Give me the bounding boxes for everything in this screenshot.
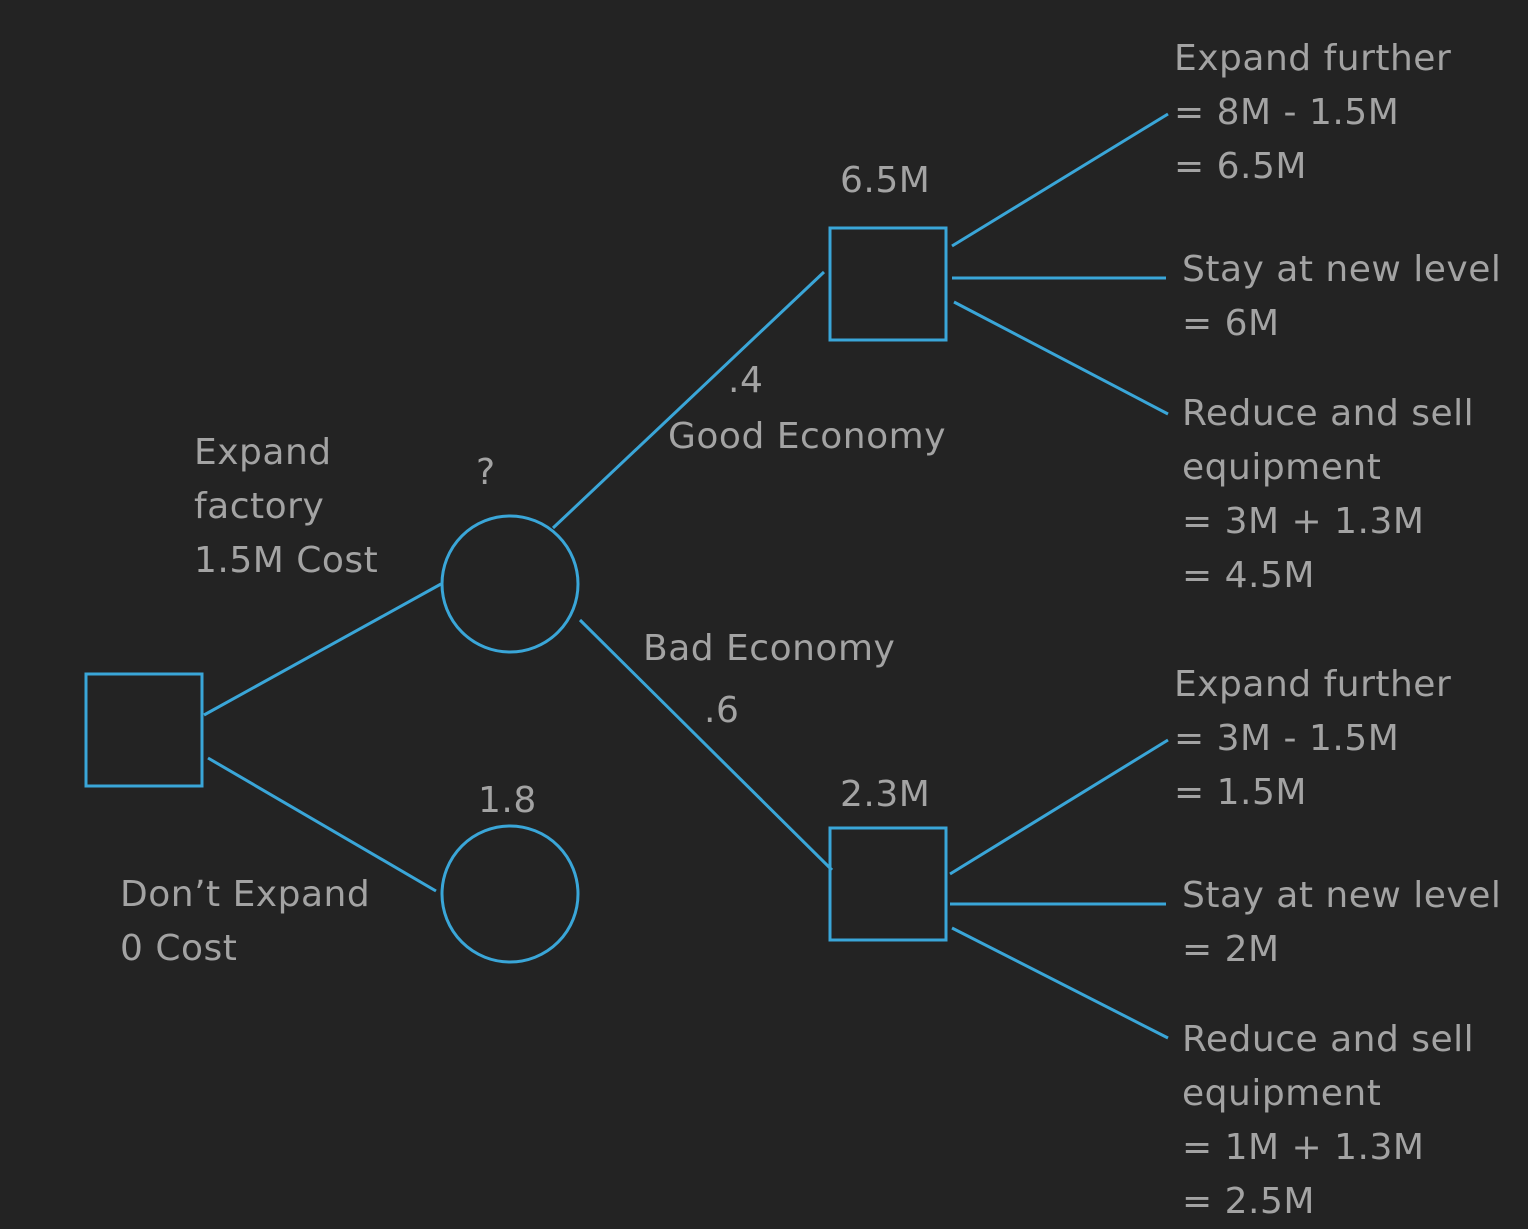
good-outcome-reduce-line-1: Reduce and sell: [1182, 393, 1475, 434]
bad-outcome-stay: Stay at new level = 2M: [1182, 869, 1501, 977]
edge-root-to-dont-expand: [207, 756, 437, 893]
good-outcome-expand-further: Expand further = 8M - 1.5M = 6.5M: [1174, 32, 1451, 194]
root-decision-node: [84, 672, 204, 788]
edge-chance-to-bad-economy: [578, 618, 834, 872]
bad-outcome-expand-further: Expand further = 3M - 1.5M = 1.5M: [1174, 658, 1451, 820]
expand-factory-line-3: 1.5M Cost: [194, 540, 379, 581]
good-economy-label: Good Economy: [668, 416, 947, 457]
bad-outcome-expand-line-3: = 1.5M: [1174, 772, 1307, 813]
bad-economy-probability: .6: [704, 690, 740, 731]
dont-expand-node-value: 1.8: [478, 780, 537, 821]
good-outcome-reduce-line-2: equipment: [1182, 447, 1382, 488]
good-outcome-reduce-line-3: = 3M + 1.3M: [1182, 501, 1425, 542]
dont-expand-line-2: 0 Cost: [120, 928, 238, 969]
bad-economy-decision-value: 2.3M: [840, 774, 931, 815]
edge-root-to-expand: [203, 582, 442, 717]
edge-chance-to-good-economy: [551, 270, 826, 530]
expand-factory-line-1: Expand: [194, 432, 332, 473]
edge-bad-expand-further: [949, 738, 1169, 876]
good-economy-probability: .4: [728, 360, 764, 401]
edge-good-expand-further: [951, 112, 1169, 248]
bad-outcome-expand-line-2: = 3M - 1.5M: [1174, 718, 1400, 759]
expand-factory-label: Expand factory 1.5M Cost: [194, 426, 378, 588]
good-economy-decision-value: 6.5M: [840, 160, 931, 201]
decision-node-good-economy: [828, 226, 948, 342]
bad-outcome-stay-line-2: = 2M: [1182, 929, 1280, 970]
bad-outcome-reduce-line-4: = 2.5M: [1182, 1181, 1315, 1222]
good-outcome-expand-line-2: = 8M - 1.5M: [1174, 92, 1400, 133]
bad-economy-label: Bad Economy: [643, 628, 896, 669]
good-outcome-stay: Stay at new level = 6M: [1182, 243, 1501, 351]
good-outcome-expand-line-1: Expand further: [1174, 38, 1452, 79]
bad-outcome-reduce-line-1: Reduce and sell: [1182, 1019, 1475, 1060]
bad-outcome-reduce: Reduce and sell equipment = 1M + 1.3M = …: [1182, 1013, 1474, 1229]
good-outcome-stay-line-1: Stay at new level: [1182, 249, 1502, 290]
bad-outcome-expand-line-1: Expand further: [1174, 664, 1452, 705]
good-outcome-reduce: Reduce and sell equipment = 3M + 1.3M = …: [1182, 387, 1474, 603]
dont-expand-line-1: Don’t Expand: [120, 874, 371, 915]
bad-outcome-reduce-line-3: = 1M + 1.3M: [1182, 1127, 1425, 1168]
chance-node-value: ?: [476, 452, 496, 493]
decision-node-bad-economy: [828, 826, 948, 942]
edge-good-reduce: [953, 300, 1169, 416]
expand-factory-line-2: factory: [194, 486, 325, 527]
dont-expand-label: Don’t Expand 0 Cost: [120, 868, 370, 976]
edge-bad-reduce: [951, 926, 1169, 1040]
good-outcome-expand-line-3: = 6.5M: [1174, 146, 1307, 187]
chance-node-expand: [440, 514, 580, 654]
good-outcome-reduce-line-4: = 4.5M: [1182, 555, 1315, 596]
chance-node-dont-expand: [440, 824, 580, 964]
bad-outcome-reduce-line-2: equipment: [1182, 1073, 1382, 1114]
good-outcome-stay-line-2: = 6M: [1182, 303, 1280, 344]
bad-outcome-stay-line-1: Stay at new level: [1182, 875, 1502, 916]
